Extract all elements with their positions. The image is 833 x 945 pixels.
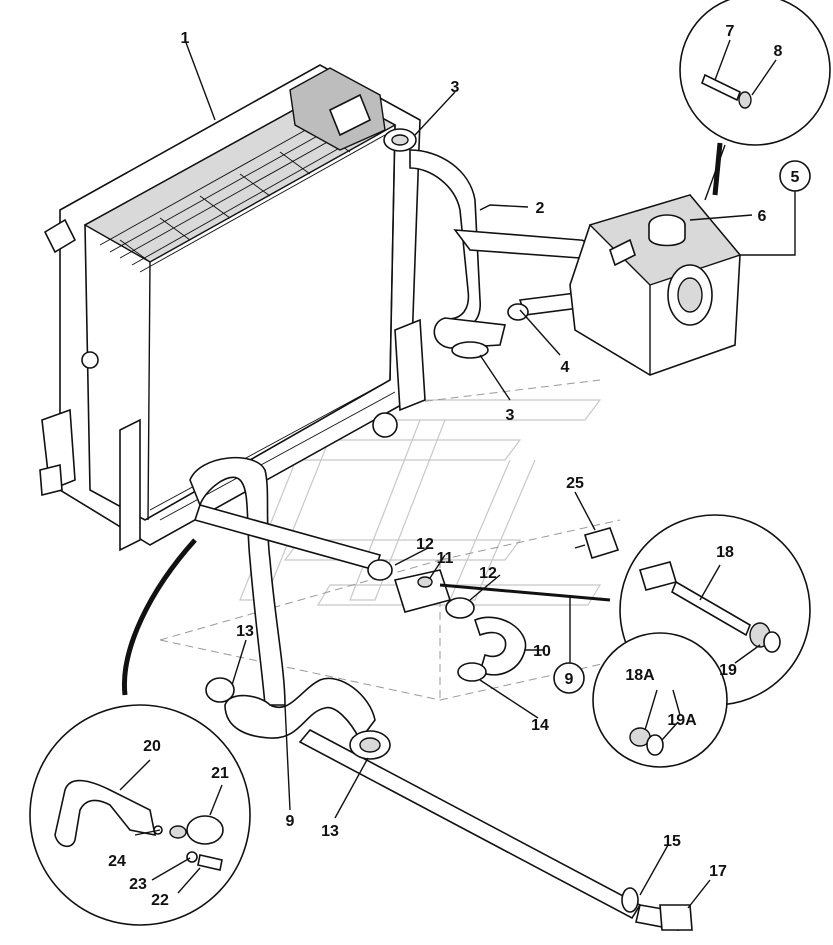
detail-alternate-sensor [592, 632, 728, 768]
drain-pipe [298, 728, 693, 931]
callout-24: 24 [108, 853, 126, 870]
callout-13-bottom: 13 [321, 823, 339, 840]
callout-1: 1 [181, 30, 190, 47]
callout-17: 17 [709, 863, 727, 880]
radiator-core-grid [99, 107, 386, 273]
callout-11: 11 [437, 550, 454, 567]
sensor-lead [439, 583, 611, 602]
callout-20: 20 [143, 738, 161, 755]
callout-18: 18 [716, 544, 734, 561]
upper-hose [409, 149, 603, 349]
callout-13-top: 13 [236, 623, 254, 640]
sensor-connector [574, 527, 620, 560]
callout-15: 15 [663, 833, 681, 850]
callout-3-top: 3 [451, 79, 460, 96]
radiator [39, 64, 426, 552]
callout-labels: 1 2 3 3 4 5 6 7 8 9 9 10 11 12 12 13 13 … [108, 23, 799, 909]
callout-6: 6 [758, 208, 767, 225]
callout-10: 10 [533, 643, 551, 660]
detail-bracket [29, 538, 251, 926]
thermostat-housing [367, 559, 527, 682]
callout-12-left: 12 [416, 536, 434, 553]
callout-9-circle: 9 [565, 671, 574, 688]
leader-lines [119, 39, 796, 909]
callout-12-right: 12 [479, 565, 497, 582]
callout-7: 7 [726, 23, 735, 40]
callout-3-bottom: 3 [506, 407, 515, 424]
callout-19a: 19A [667, 712, 697, 729]
hose-clamp [383, 128, 529, 359]
callout-2: 2 [536, 200, 545, 217]
callout-circle-5 [779, 160, 811, 192]
callout-14: 14 [531, 717, 549, 734]
callout-21: 21 [211, 765, 229, 782]
callout-23: 23 [129, 876, 147, 893]
callout-4: 4 [561, 359, 570, 376]
callout-circle-9 [553, 662, 585, 694]
callout-25: 25 [566, 475, 584, 492]
callout-19: 19 [719, 662, 737, 679]
detail-bolt-washer [679, 0, 831, 201]
expansion-tank [569, 194, 742, 376]
callout-9: 9 [286, 813, 295, 830]
callout-5: 5 [791, 169, 800, 186]
callout-22: 22 [151, 892, 169, 909]
lower-hose-clamps [205, 677, 391, 760]
callout-8: 8 [774, 43, 783, 60]
callout-18a: 18A [625, 667, 655, 684]
lower-hose [189, 456, 382, 742]
